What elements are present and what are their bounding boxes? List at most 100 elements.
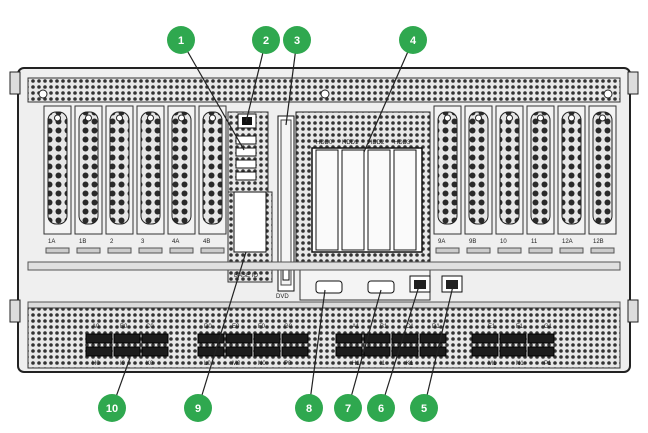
- slot-label: 12B: [593, 239, 604, 245]
- qsfp-port: [141, 333, 169, 344]
- callout-number: 7: [345, 403, 351, 415]
- usb-port: [235, 171, 257, 181]
- hdd-bay: [367, 149, 391, 251]
- qsfp-bottom-label: M1: [488, 361, 497, 367]
- slot-label: 3: [141, 239, 145, 245]
- qsfp-top-label: C1: [406, 324, 414, 330]
- slot-label: 10: [500, 239, 507, 245]
- qsfp-bottom-label: H0: [92, 361, 100, 367]
- qsfp-top-label: D0: [204, 324, 212, 330]
- pcie-slot: 12A: [557, 105, 586, 254]
- callout-number: 6: [378, 403, 384, 415]
- hdd-label: HDD2: [368, 140, 385, 146]
- qsfp-top-label: E0: [232, 324, 240, 330]
- callout-2: 2: [252, 26, 280, 54]
- pcie-slot: 4A: [167, 105, 196, 254]
- qsfp-top-label: A1: [352, 324, 360, 330]
- qsfp-port: [527, 333, 555, 344]
- qsfp-port: [335, 333, 363, 344]
- slot-label: 12A: [562, 239, 573, 245]
- pcie-slot: 1B: [74, 105, 103, 254]
- pcie-slot: 1A: [43, 105, 72, 254]
- qsfp-port: [391, 346, 419, 357]
- qsfp-top-label: F1: [516, 324, 524, 330]
- qsfp-ports: [85, 333, 555, 357]
- callout-number: 8: [306, 403, 312, 415]
- qsfp-bottom-label: N0: [258, 361, 266, 367]
- qsfp-bottom-label: H1: [352, 361, 360, 367]
- callout-1: 1: [167, 26, 195, 54]
- callout-number: 3: [294, 35, 300, 47]
- qsfp-bottom-label: L0: [204, 361, 211, 367]
- qsfp-top-label: E1: [488, 324, 496, 330]
- qsfp-port: [335, 346, 363, 357]
- top-vent: [27, 77, 621, 103]
- callout-9: 9: [184, 394, 212, 422]
- qsfp-port: [225, 346, 253, 357]
- callout-7: 7: [334, 394, 362, 422]
- qsfp-port: [499, 333, 527, 344]
- callout-number: 4: [410, 35, 417, 47]
- hdd-bay: [341, 149, 365, 251]
- usb-port: [235, 135, 257, 145]
- slot-label: 4B: [203, 239, 210, 245]
- slot-label: 1A: [48, 239, 55, 245]
- qsfp-port: [471, 333, 499, 344]
- qsfp-bottom-label: N1: [516, 361, 524, 367]
- qsfp-port: [225, 333, 253, 344]
- qsfp-bottom-label: I1: [380, 361, 386, 367]
- callout-5: 5: [410, 394, 438, 422]
- qsfp-top-label: F0: [258, 324, 266, 330]
- qsfp-top-label: A0: [92, 324, 100, 330]
- qsfp-bottom-label: P0: [284, 361, 292, 367]
- callout-number: 10: [106, 403, 118, 415]
- callout-number: 9: [195, 403, 201, 415]
- pcie-slot: 11: [526, 105, 555, 254]
- serial-port: [367, 280, 395, 294]
- slot-label: 1B: [79, 239, 86, 245]
- qsfp-port: [197, 333, 225, 344]
- callout-4: 4: [399, 26, 427, 54]
- slot-label: 11: [531, 239, 538, 245]
- leader-lines: [111, 39, 454, 409]
- qsfp-top-label: G1: [544, 324, 553, 330]
- usb-port: [235, 159, 257, 169]
- pcie-slot: 2: [105, 105, 134, 254]
- qsfp-port: [85, 333, 113, 344]
- qsfp-port: [363, 346, 391, 357]
- callout-10: 10: [98, 394, 126, 422]
- qsfp-port: [113, 333, 141, 344]
- pcie-slot: 4B: [198, 105, 227, 254]
- callout-number: 5: [421, 403, 427, 415]
- qsfp-bottom-label: K1: [406, 361, 414, 367]
- callout-3: 3: [283, 26, 311, 54]
- qsfp-port: [113, 346, 141, 357]
- usb-block: [227, 111, 269, 193]
- qsfp-port: [419, 346, 447, 357]
- qsfp-top-label: D1: [432, 324, 440, 330]
- qsfp-port: [281, 346, 309, 357]
- vga-port: [315, 280, 343, 294]
- io-row: [299, 269, 463, 301]
- pcie-slots-left: 1A 1B 2 3 4A 4B: [43, 105, 227, 254]
- qsfp-port: [85, 346, 113, 357]
- qsfp-bottom-label: I0: [120, 361, 126, 367]
- qsfp-port: [499, 346, 527, 357]
- pcie-slot: 9A: [433, 105, 462, 254]
- base-io-label: BASE IO: [234, 273, 258, 279]
- callout-6: 6: [367, 394, 395, 422]
- qsfp-port: [527, 346, 555, 357]
- qsfp-port: [471, 346, 499, 357]
- dvd-slot: DVD: [276, 115, 295, 300]
- qsfp-port: [197, 346, 225, 357]
- usb-port: [235, 147, 257, 157]
- qsfp-port: [281, 333, 309, 344]
- qsfp-port: [253, 333, 281, 344]
- hdd-label: HDD3: [394, 140, 411, 146]
- pcie-slot: 10: [495, 105, 524, 254]
- callout-number: 1: [178, 35, 184, 47]
